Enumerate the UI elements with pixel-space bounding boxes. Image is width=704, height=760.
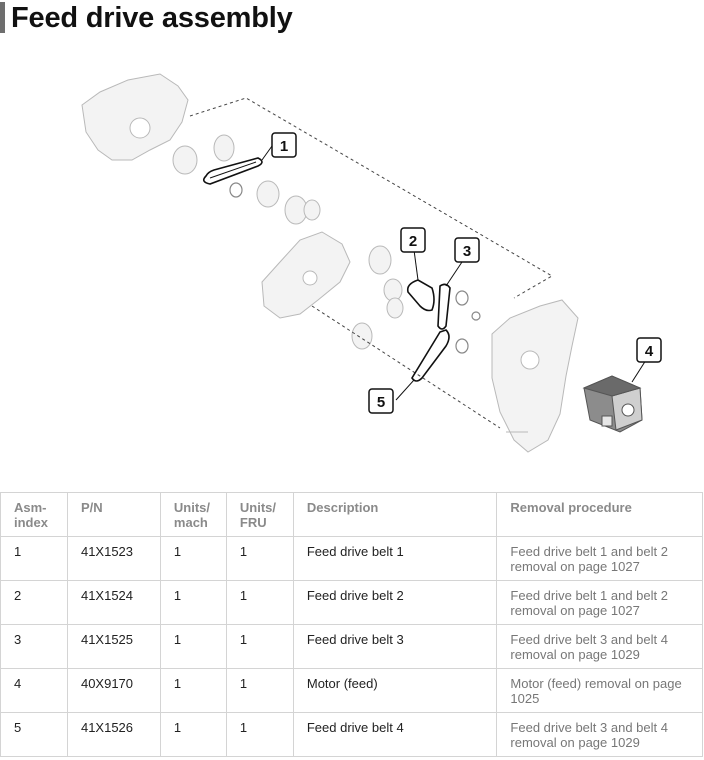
header-part-number: P/N (66, 492, 161, 537)
cell-asm-index: 1 (0, 536, 68, 581)
cell-part-number: 41X1523 (66, 536, 161, 581)
page-title: Feed drive assembly (11, 2, 293, 34)
cell-removal-procedure-link[interactable]: Feed drive belt 3 and belt 4 removal on … (496, 624, 703, 669)
svg-text:2: 2 (409, 233, 417, 250)
title-accent-bar (0, 2, 5, 33)
cell-removal-procedure-link[interactable]: Feed drive belt 1 and belt 2 removal on … (496, 580, 703, 625)
header-removal-procedure: Removal procedure (496, 492, 703, 537)
callout-4 (636, 337, 662, 363)
cell-part-number: 41X1526 (66, 712, 161, 757)
svg-text:5: 5 (377, 394, 385, 411)
header-asm-index: Asm- index (0, 492, 68, 537)
right-frame (491, 299, 579, 453)
belt-2 (406, 279, 435, 312)
cell-description: Feed drive belt 2 (292, 580, 498, 625)
cell-units-fru: 1 (225, 624, 294, 669)
cell-removal-procedure-link[interactable]: Feed drive belt 3 and belt 4 removal on … (496, 712, 703, 757)
callout-3 (454, 237, 480, 263)
svg-text:1: 1 (280, 138, 288, 155)
cell-part-number: 40X9170 (66, 668, 161, 713)
table-row: 2 41X1524 1 1 Feed drive belt 2 Feed dri… (0, 580, 703, 625)
cell-units-mach: 1 (159, 580, 227, 625)
table-row: 1 41X1523 1 1 Feed drive belt 1 Feed dri… (0, 536, 703, 581)
left-frame-upper (81, 73, 189, 161)
feed-motor (582, 375, 643, 433)
cell-asm-index: 2 (0, 580, 68, 625)
cell-removal-procedure-link[interactable]: Motor (feed) removal on page 1025 (496, 668, 703, 713)
cell-asm-index: 3 (0, 624, 68, 669)
cell-description: Feed drive belt 4 (292, 712, 498, 757)
cell-description: Feed drive belt 3 (292, 624, 498, 669)
cell-asm-index: 4 (0, 668, 68, 713)
parts-table: Asm- index P/N Units/ mach Units/ FRU De… (0, 492, 703, 757)
callout-2 (400, 227, 426, 253)
cell-units-fru: 1 (225, 668, 294, 713)
cell-part-number: 41X1524 (66, 580, 161, 625)
callout-5 (368, 388, 394, 414)
cell-units-mach: 1 (159, 536, 227, 581)
callout-1 (271, 132, 297, 158)
cell-removal-procedure-link[interactable]: Feed drive belt 1 and belt 2 removal on … (496, 536, 703, 581)
cell-units-fru: 1 (225, 580, 294, 625)
header-units-fru: Units/ FRU (225, 492, 294, 537)
svg-text:3: 3 (463, 243, 471, 260)
cell-asm-index: 5 (0, 712, 68, 757)
cell-units-mach: 1 (159, 712, 227, 757)
cell-part-number: 41X1525 (66, 624, 161, 669)
belt-3 (437, 283, 451, 330)
table-row: 3 41X1525 1 1 Feed drive belt 3 Feed dri… (0, 624, 703, 669)
cell-units-mach: 1 (159, 668, 227, 713)
belt-1-inner (209, 161, 257, 179)
belt-1 (202, 157, 263, 185)
cell-units-mach: 1 (159, 624, 227, 669)
guide-line-lower (311, 305, 501, 429)
svg-text:4: 4 (645, 343, 654, 360)
header-description: Description (292, 492, 498, 537)
cell-description: Feed drive belt 1 (292, 536, 498, 581)
exploded-parts-diagram: 1 2 3 4 5 (81, 73, 662, 453)
table-row: 4 40X9170 1 1 Motor (feed) Motor (feed) … (0, 668, 703, 713)
table-header-row: Asm- index P/N Units/ mach Units/ FRU De… (0, 492, 703, 537)
cell-units-fru: 1 (225, 712, 294, 757)
belt-4 (411, 329, 450, 382)
guide-line-upper (189, 97, 553, 299)
header-units-mach: Units/ mach (159, 492, 227, 537)
table-row: 5 41X1526 1 1 Feed drive belt 4 Feed dri… (0, 712, 703, 757)
cell-units-fru: 1 (225, 536, 294, 581)
cell-description: Motor (feed) (292, 668, 498, 713)
